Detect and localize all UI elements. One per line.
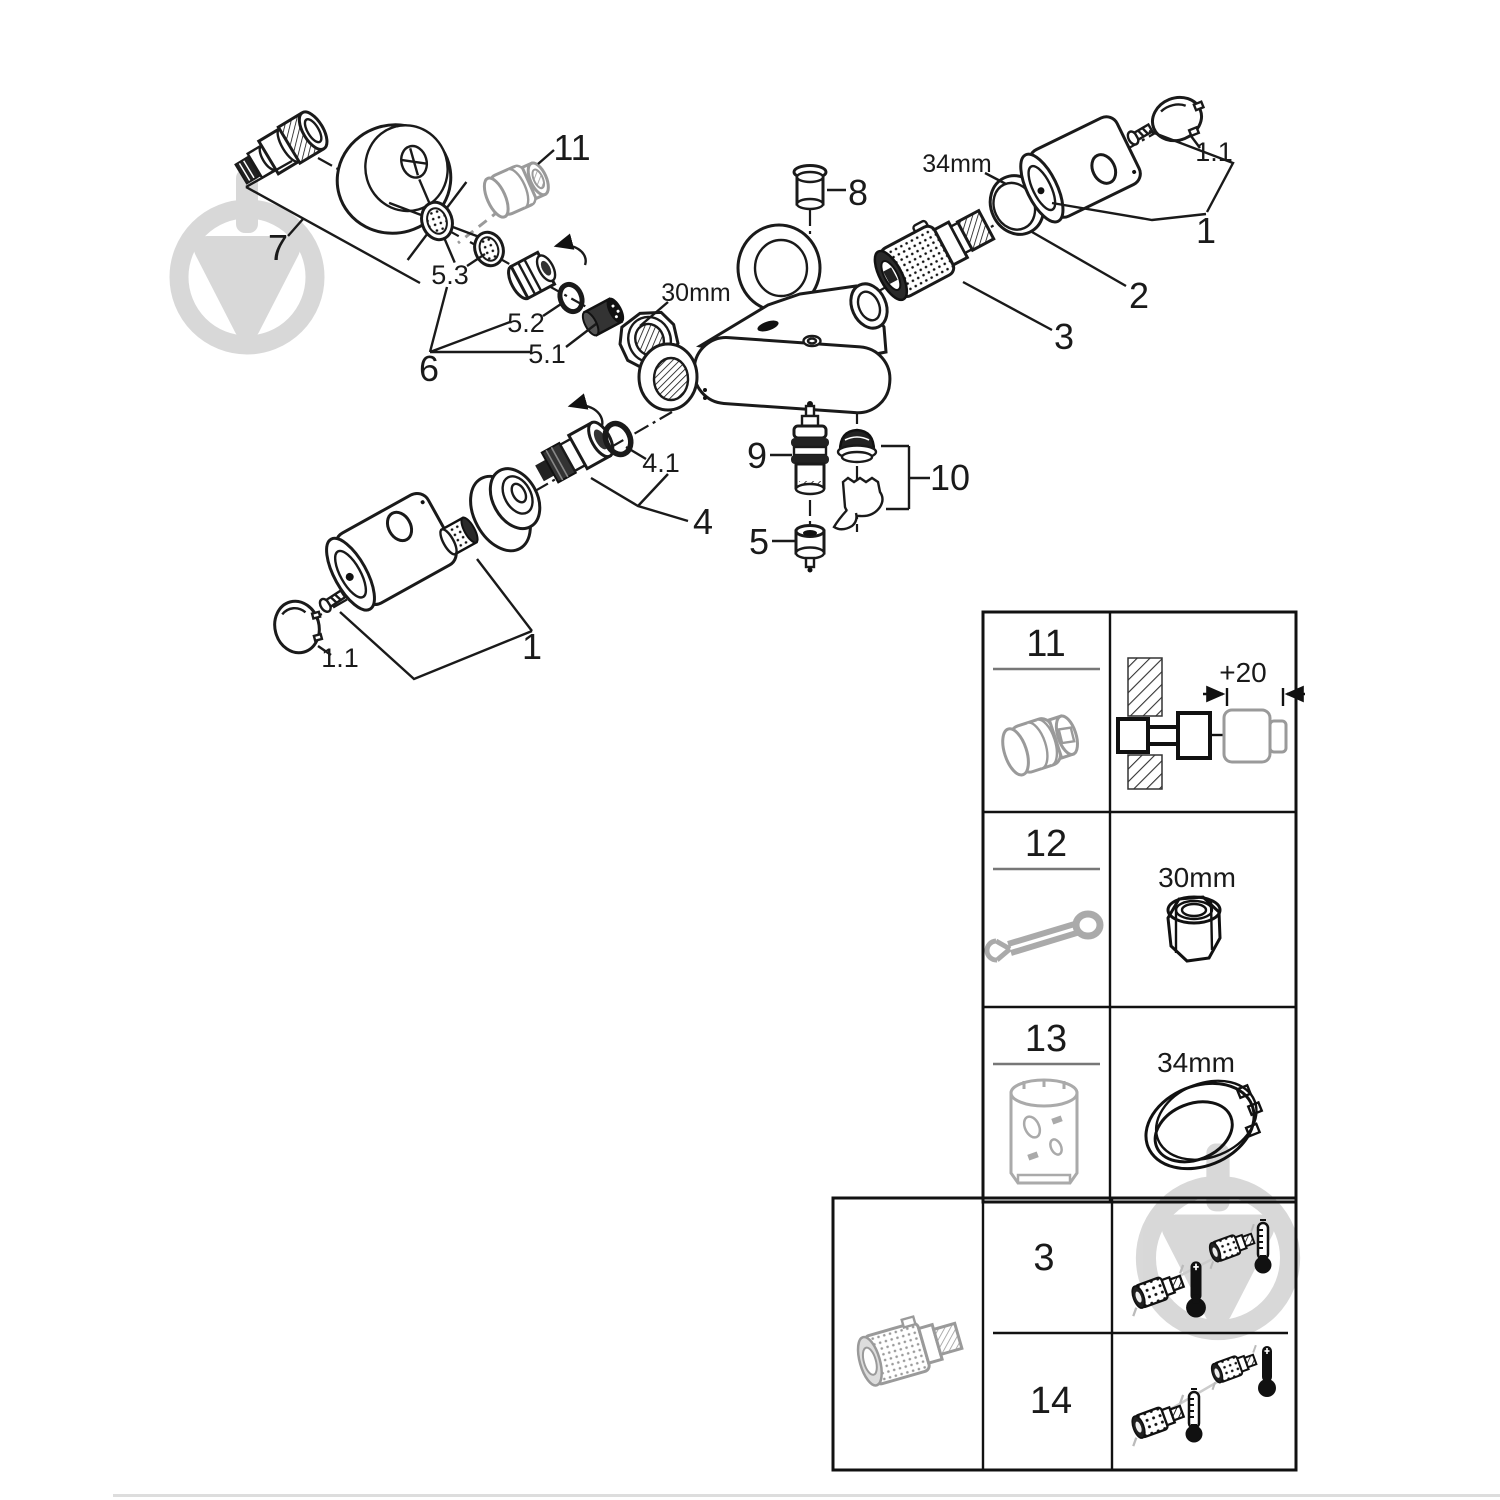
- variant-row-3-icons: [1121, 1218, 1273, 1319]
- table-row-12-dim: 30mm: [1158, 862, 1236, 893]
- table-row-13-socket-tool-icon: [1009, 1078, 1079, 1185]
- label-part-5: 5: [749, 521, 769, 562]
- label-part-1-1-top: 1.1: [1195, 137, 1233, 167]
- part-4-cartridge: [535, 420, 615, 484]
- label-part-1-bottom: 1: [522, 626, 542, 667]
- part-1-handle-housing-bottom: [325, 491, 458, 612]
- table-row-11-nipple-icon: [1001, 714, 1079, 777]
- label-part-1-1-bottom: 1.1: [321, 643, 359, 673]
- part-10-spout-insert: [832, 476, 884, 531]
- part-11-extension-nipple: [482, 161, 550, 219]
- label-part-7: 7: [268, 227, 288, 268]
- crossed-out-seal: [388, 178, 486, 264]
- thermometer-icon: [1257, 1345, 1277, 1398]
- label-part-6: 6: [419, 348, 439, 389]
- label-dim-30mm: 30mm: [661, 279, 730, 307]
- variant-row-14-id: 14: [1030, 1380, 1072, 1422]
- part-4-1-o-ring: [602, 420, 634, 458]
- part-10-aerator-dome: [836, 428, 878, 464]
- part-1-handle-housing-top: [1019, 115, 1142, 224]
- rotate-arrow-top: [553, 233, 587, 266]
- part-9-check-valve: [791, 401, 829, 496]
- wrench-icon: [984, 910, 1104, 963]
- table-row-11-dim: +20: [1219, 657, 1267, 688]
- label-part-4: 4: [693, 501, 713, 542]
- watermark-logo-top-left: [179, 169, 315, 345]
- part-5-1-sleeve: [581, 297, 625, 337]
- table-row-13-dim: 34mm: [1157, 1047, 1235, 1078]
- table-row-11-install-diagram: +20: [1116, 657, 1305, 790]
- part-7-escutcheon-rosette: [335, 123, 453, 235]
- variant-row-3-id: 3: [1033, 1237, 1054, 1279]
- table-row-11-id: 11: [1026, 623, 1065, 665]
- table-row-12-nut-icon: [1166, 895, 1222, 963]
- part-escutcheon-cone-bottom: [469, 467, 542, 553]
- table-row-13-id: 13: [1025, 1018, 1067, 1060]
- thermo-cartridge-icon: [1202, 1344, 1267, 1391]
- label-part-5-3: 5.3: [431, 260, 469, 290]
- table-row-12-id: 12: [1025, 823, 1067, 865]
- label-part-9: 9: [747, 435, 767, 476]
- part-7-union-fitting: [234, 110, 329, 185]
- variant-box-cartridge-image: [856, 1315, 964, 1387]
- part-8-plug: [792, 164, 828, 211]
- part-5-insert: [794, 524, 826, 573]
- label-part-1-top: 1: [1196, 210, 1216, 251]
- part-3-thermo-cartridge: [873, 208, 996, 302]
- thermometer-icon: [1253, 1218, 1273, 1275]
- part-5-2-o-ring: [557, 281, 585, 315]
- thermometer-icon: [1184, 1387, 1204, 1444]
- leader-lines: [245, 129, 1235, 681]
- label-part-4-1: 4.1: [642, 448, 680, 478]
- variant-row-14-icons: [1121, 1344, 1277, 1448]
- label-part-5-1: 5.1: [528, 339, 566, 369]
- bottom-divider: [113, 1494, 1500, 1497]
- part-1-1-cap-bottom: [273, 599, 324, 655]
- callout-labels: 7 11 5.3 5.2 5.1 6 30mm 8 34mm 1.1 1 2 3…: [268, 127, 1233, 673]
- part-1-1-cap-top: [1151, 95, 1206, 143]
- rotate-arrow-bottom: [567, 393, 604, 427]
- label-dim-34mm: 34mm: [922, 150, 991, 178]
- parts-table: 11 +20 12: [831, 610, 1305, 1472]
- table-row-13-ring-icon: [1144, 1079, 1264, 1171]
- part-6-adapter: [507, 250, 557, 301]
- label-part-10: 10: [930, 457, 970, 498]
- variant-box: [831, 1196, 1298, 1472]
- label-part-5-2: 5.2: [507, 308, 545, 338]
- part-1-1-screw-bottom: [318, 588, 347, 613]
- grey-dashed-leader-part11: [457, 208, 501, 245]
- part-knurled-nut-bottom: [439, 516, 479, 556]
- label-part-8: 8: [848, 172, 868, 213]
- label-part-2: 2: [1129, 275, 1149, 316]
- label-part-11: 11: [553, 127, 590, 168]
- label-part-3: 3: [1054, 316, 1074, 357]
- faucet-body: [637, 223, 892, 415]
- body-slot: [757, 320, 779, 332]
- part-1-1-screw-top: [1126, 122, 1155, 146]
